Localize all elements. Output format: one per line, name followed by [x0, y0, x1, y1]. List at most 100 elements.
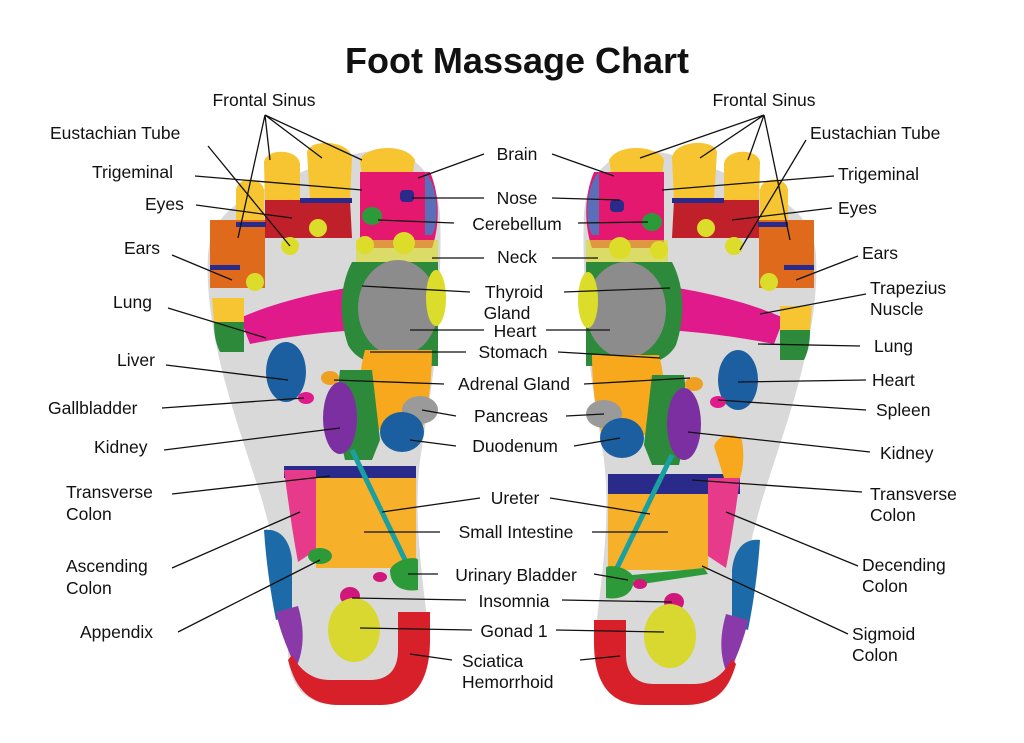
right-duodenum-zone: [600, 418, 644, 458]
leader-eyes-left: [195, 204, 293, 219]
leader-ears-right: [795, 255, 859, 281]
label-gonad: Gonad 1: [480, 621, 547, 641]
right-transverse-colon: [608, 474, 740, 494]
right-brain-zone: [586, 172, 664, 248]
leader-cerebellum-left: [377, 219, 455, 224]
leader-frontal-sinus-right: [639, 114, 791, 241]
label-spleen-right: Spleen: [876, 400, 931, 420]
leader-gonad-left: [359, 627, 473, 631]
label-ascending-colon-left-1: Ascending: [66, 556, 148, 576]
right-trigeminal-band: [672, 198, 724, 203]
leader-duodenum-left: [409, 439, 457, 447]
left-gonad-zone: [328, 598, 380, 662]
right-neck-zone: [586, 240, 668, 262]
right-big-toe: [609, 147, 664, 178]
leader-ureter-right: [549, 497, 651, 515]
left-neck-zone: [356, 240, 438, 262]
leader-gonad-right: [555, 629, 665, 633]
left-adrenal-zone: [321, 371, 339, 385]
label-neck: Neck: [497, 247, 537, 267]
label-urinary-bladder: Urinary Bladder: [455, 565, 577, 585]
label-eyes-right: Eyes: [838, 198, 877, 218]
leader-appendix-left: [177, 559, 321, 633]
left-ascending-colon: [284, 470, 316, 562]
left-brain-zone: [360, 172, 438, 248]
leader-nose-right: [551, 197, 621, 201]
leader-brain-right: [551, 153, 615, 177]
leader-transverse-right: [691, 479, 863, 493]
label-ears-right: Ears: [862, 243, 898, 263]
right-urinary-bladder: [606, 566, 634, 599]
right-lung-yellow: [780, 306, 812, 330]
leader-eyes-right: [731, 207, 833, 221]
left-appendix-zone: [308, 548, 332, 564]
right-heel-purple: [721, 614, 748, 676]
right-foot: [578, 142, 817, 705]
leader-heart-right-side: [737, 379, 867, 383]
left-heel-blue: [264, 529, 292, 620]
right-gonad-zone: [644, 604, 696, 668]
leader-sigmoid-right: [701, 565, 849, 635]
leader-spleen-right: [717, 399, 867, 411]
leader-sciatica-left: [409, 653, 453, 661]
right-ears-band: [784, 265, 814, 270]
right-eustachian-band: [758, 222, 788, 227]
left-nose-dot: [400, 190, 414, 202]
label-heart-right: Heart: [872, 370, 915, 390]
right-heel-blue: [732, 539, 760, 630]
left-eyes-zone: [265, 200, 352, 238]
label-transverse-colon-right-1: Transverse: [870, 484, 957, 504]
right-thyroid-yellow: [578, 272, 598, 328]
label-sciatica: Sciatica: [462, 651, 524, 671]
leader-transverse-left: [171, 475, 331, 495]
label-pancreas: Pancreas: [474, 406, 548, 426]
right-decending-orange: [714, 435, 744, 478]
right-toe-4: [760, 179, 788, 220]
leader-lines: [161, 114, 871, 661]
right-nose-dot: [610, 200, 624, 212]
left-urinary-bladder: [390, 558, 418, 591]
left-big-toe: [360, 147, 415, 178]
label-lung-right: Lung: [874, 336, 913, 356]
left-transverse-colon: [284, 466, 416, 478]
right-sciatica-zone: [594, 620, 736, 705]
leader-cerebellum-right: [577, 221, 649, 224]
leader-thyroid-right: [563, 287, 671, 293]
leader-brain-left: [417, 153, 485, 179]
right-nose-zone: [587, 172, 599, 235]
label-ears-left: Ears: [124, 238, 160, 258]
right-eyes-zone: [672, 200, 759, 238]
right-adrenal-zone: [685, 377, 703, 391]
label-frontal-sinus-left: Frontal Sinus: [212, 90, 315, 110]
left-foot: [207, 142, 446, 705]
label-appendix-left: Appendix: [80, 622, 153, 642]
label-trapezius-right-2: Nuscle: [870, 299, 924, 319]
right-spleen-zone: [710, 396, 726, 408]
label-thyroid-1: Thyroid: [485, 282, 543, 302]
label-ascending-colon-left-2: Colon: [66, 578, 112, 598]
label-frontal-sinus-right: Frontal Sinus: [712, 90, 815, 110]
left-lung-yellow: [212, 298, 244, 322]
left-sciatica-zone: [288, 612, 430, 705]
leader-trigeminal-right: [661, 175, 835, 191]
right-labels: Frontal Sinus Eustachian Tube Trigeminal…: [712, 90, 956, 665]
right-toe-3: [724, 151, 760, 205]
leader-adrenal-left: [333, 379, 445, 385]
left-gallbladder-zone: [298, 392, 314, 404]
label-eyes-left: Eyes: [145, 194, 184, 214]
label-cerebellum: Cerebellum: [472, 214, 561, 234]
label-eustachian-tube-left: Eustachian Tube: [50, 123, 180, 143]
label-hemorrhoid: Hemorrhoid: [462, 672, 553, 692]
leader-insomnia-right: [561, 599, 673, 603]
right-toe-2: [672, 142, 717, 200]
leader-stomach-right: [557, 351, 661, 359]
label-lung-left: Lung: [113, 292, 152, 312]
left-heel-purple: [276, 606, 303, 668]
leader-insomnia-left: [351, 597, 467, 601]
label-small-intestine: Small Intestine: [459, 522, 574, 542]
right-small-dot: [633, 579, 647, 589]
left-thyroid-yellow: [426, 270, 446, 326]
chart-title: Foot Massage Chart: [345, 40, 689, 81]
label-thyroid-2: Gland: [484, 303, 531, 323]
leader-ascending-left: [171, 511, 301, 569]
